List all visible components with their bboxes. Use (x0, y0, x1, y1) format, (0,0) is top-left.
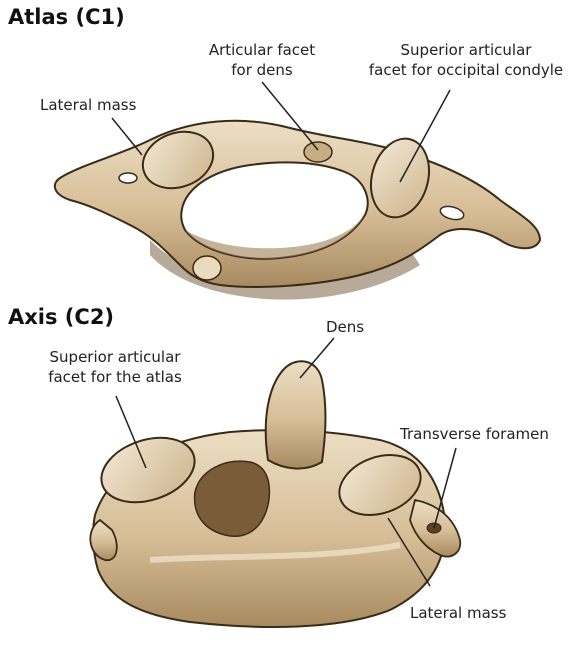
atlas-dens-facet (304, 142, 332, 162)
label-axis-transverse-foramen: Transverse foramen (400, 425, 549, 444)
label-atlas-articular-facet-line1: Articular facet (162, 41, 362, 60)
label-atlas-articular-facet-line2: for dens (162, 61, 362, 80)
label-axis-superior-facet-line1: Superior articular (20, 348, 210, 367)
label-atlas-superior-facet-line1: Superior articular (352, 41, 580, 60)
axis-title: Axis (C2) (8, 305, 114, 329)
label-axis-dens: Dens (326, 318, 364, 337)
axis-bone (90, 361, 460, 627)
atlas-title: Atlas (C1) (8, 5, 125, 29)
axis-dens (266, 361, 326, 468)
label-atlas-superior-facet-line2: facet for occipital condyle (352, 61, 580, 80)
atlas-left-foramen (119, 173, 137, 183)
atlas-bone (55, 121, 540, 300)
atlas-ring (55, 121, 540, 287)
label-atlas-lateral-mass: Lateral mass (40, 96, 136, 115)
atlas-anterior-tubercle (193, 256, 221, 280)
label-axis-lateral-mass: Lateral mass (410, 604, 506, 623)
label-axis-superior-facet-line2: facet for the atlas (20, 368, 210, 387)
